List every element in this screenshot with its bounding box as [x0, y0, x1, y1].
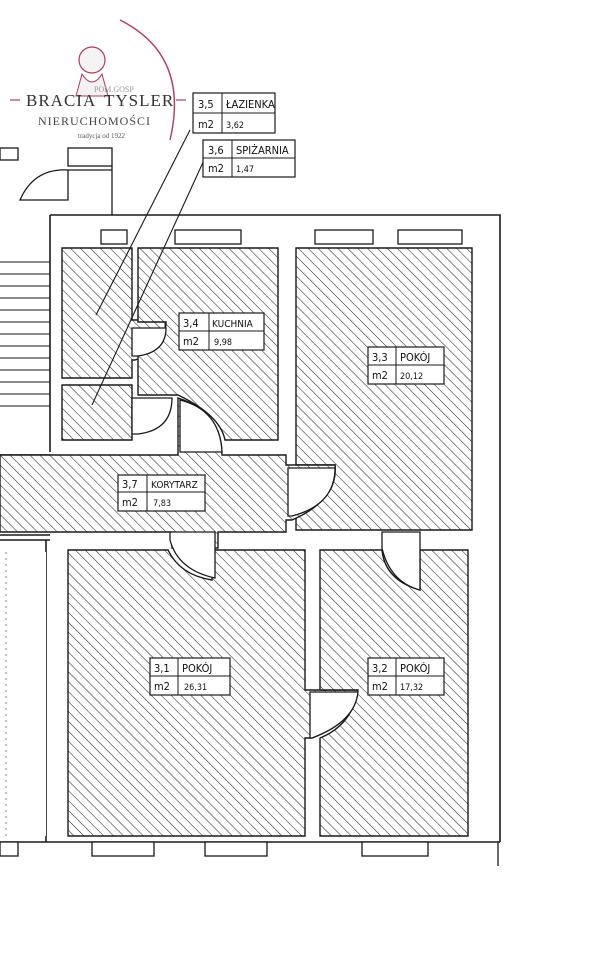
logo-subtitle: NIERUCHOMOŚCI: [38, 114, 151, 128]
room-spizarnia: [61, 384, 133, 441]
label-lazienka: 3,5 ŁAZIENKA m2 3,62: [192, 92, 276, 134]
label-korytarz: 3,7 KORYTARZ m2 7,83: [117, 474, 206, 512]
area-unit: m2: [208, 162, 224, 175]
label-pokoj-31: 3,1 POKÓJ m2 26,31: [149, 657, 231, 696]
room-number: 3,7: [122, 478, 138, 491]
room-name: POKÓJ: [182, 662, 212, 675]
room-area: 26,31: [184, 683, 207, 693]
room-number: 3,5: [198, 98, 214, 111]
room-number: 3,4: [183, 317, 199, 330]
room-number: 3,3: [372, 351, 388, 364]
logo-tagline: tradycja od 1922: [78, 132, 126, 140]
room-number: 3,6: [208, 144, 224, 157]
room-area: 1,47: [236, 165, 254, 175]
area-unit: m2: [154, 680, 170, 693]
area-unit: m2: [198, 118, 214, 131]
logo-brand-left: BRACIA: [26, 91, 96, 110]
room-name: ŁAZIENKA: [225, 98, 275, 111]
door-swings: [131, 327, 421, 739]
room-number: 3,2: [372, 662, 388, 675]
room-name: SPIŻARNIA: [236, 144, 289, 157]
logo-ornament-arc: [119, 19, 176, 141]
room-name: POKÓJ: [400, 351, 430, 364]
vent-shafts: [0, 147, 113, 215]
room-area: 7,83: [153, 499, 171, 509]
room-area: 3,62: [226, 121, 244, 131]
windows: [0, 229, 499, 866]
leader-lines: [91, 129, 206, 406]
logo-portrait: [78, 46, 106, 74]
area-unit: m2: [372, 680, 388, 693]
logo-brand-right: TYSLER: [104, 91, 174, 110]
label-pokoj-32: 3,2 POKÓJ m2 17,32: [367, 657, 445, 696]
label-spizarnia: 3,6 SPIŻARNIA m2 1,47: [202, 139, 296, 178]
label-kuchnia: 3,4 KUCHNIA m2 9,98: [178, 312, 265, 351]
label-pokoj-33: 3,3 POKÓJ m2 20,12: [367, 346, 445, 385]
room-area: 20,12: [400, 372, 423, 382]
neighbor-room: [0, 552, 46, 836]
room-name: KUCHNIA: [212, 319, 254, 330]
room-name: POKÓJ: [400, 662, 430, 675]
room-number: 3,1: [154, 662, 170, 675]
room-area: 17,32: [400, 683, 423, 693]
room-area: 9,98: [214, 338, 232, 348]
area-unit: m2: [372, 369, 388, 382]
staircase: [0, 261, 50, 407]
area-unit: m2: [183, 335, 199, 348]
logo-top-mark: POM.GOSP: [94, 85, 134, 94]
room-name: KORYTARZ: [151, 480, 198, 491]
company-logo: POM.GOSP BRACIA TYSLER NIERUCHOMOŚCI tra…: [10, 19, 186, 141]
area-unit: m2: [122, 496, 138, 509]
